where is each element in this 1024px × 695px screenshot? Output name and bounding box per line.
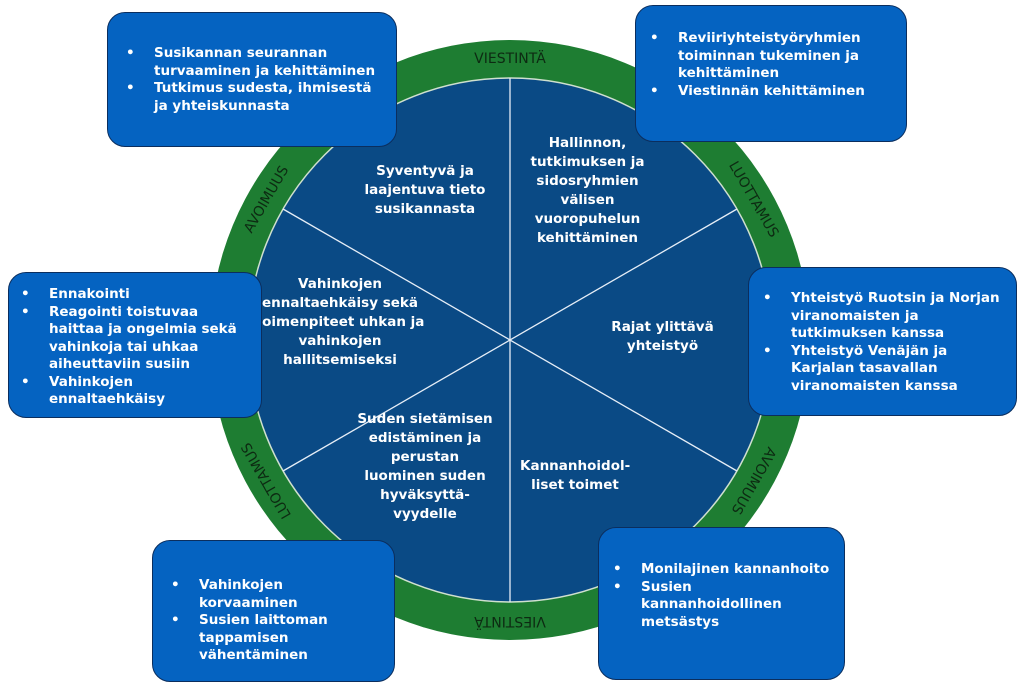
list-item: Susikannan seurannan turvaaminen ja kehi… bbox=[118, 45, 386, 80]
list-item: Yhteistyö Ruotsin ja Norjan viranomaiste… bbox=[755, 290, 1008, 343]
list-item: Yhteistyö Venäjän ja Karjalan tasavallan… bbox=[755, 343, 1008, 396]
list-item: Reviiriyhteistyöryhmien toiminnan tukemi… bbox=[642, 30, 896, 83]
segment-cross-border: Rajat ylittävä yhteistyö bbox=[611, 319, 714, 354]
list-item: Viestinnän kehittäminen bbox=[642, 83, 896, 101]
ring-label: VIESTINTÄ bbox=[474, 613, 546, 631]
segment-damage-prevention: Vahinkojen ennaltaehkäisy sekä toimenpit… bbox=[255, 276, 425, 368]
segment-tolerance: Suden sietämisen edistäminen ja perustan… bbox=[357, 411, 493, 522]
list-item: Monilajinen kannanhoito bbox=[605, 561, 836, 579]
box-top-right: Reviiriyhteistyöryhmien toiminnan tukemi… bbox=[635, 5, 907, 142]
list-item: Tutkimus sudesta, ihmisestä ja yhteiskun… bbox=[118, 80, 386, 115]
box-bottom-right: Monilajinen kannanhoitoSusien kannanhoid… bbox=[598, 527, 845, 680]
segment-knowledge: Syventyvä ja laajentuva tieto susikannas… bbox=[364, 163, 486, 217]
list-item: Susien laittoman tappamisen vähentäminen bbox=[163, 612, 386, 665]
list-item: Ennakointi bbox=[13, 286, 253, 304]
list-item: Vahinkojen korvaaminen bbox=[163, 577, 386, 612]
segment-population-management: Kannanhoidol-liset toimet bbox=[520, 458, 631, 493]
segment-dividers bbox=[282, 78, 738, 602]
box-bottom-left: Vahinkojen korvaaminenSusien laittoman t… bbox=[152, 540, 395, 682]
ring-label: VIESTINTÄ bbox=[474, 49, 546, 67]
list-item: Reagointi toistuvaa haittaa ja ongelmia … bbox=[13, 304, 253, 374]
segment-dialogue: Hallinnon, tutkimuksen ja sidosryhmien v… bbox=[530, 135, 645, 246]
list-item: Vahinkojen ennaltaehkäisy bbox=[13, 374, 253, 409]
box-top-left: Susikannan seurannan turvaaminen ja kehi… bbox=[107, 12, 397, 147]
box-mid-right: Yhteistyö Ruotsin ja Norjan viranomaiste… bbox=[748, 267, 1017, 416]
box-mid-left: EnnakointiReagointi toistuvaa haittaa ja… bbox=[8, 272, 262, 418]
list-item: Susien kannanhoidollinen metsästys bbox=[605, 579, 836, 632]
